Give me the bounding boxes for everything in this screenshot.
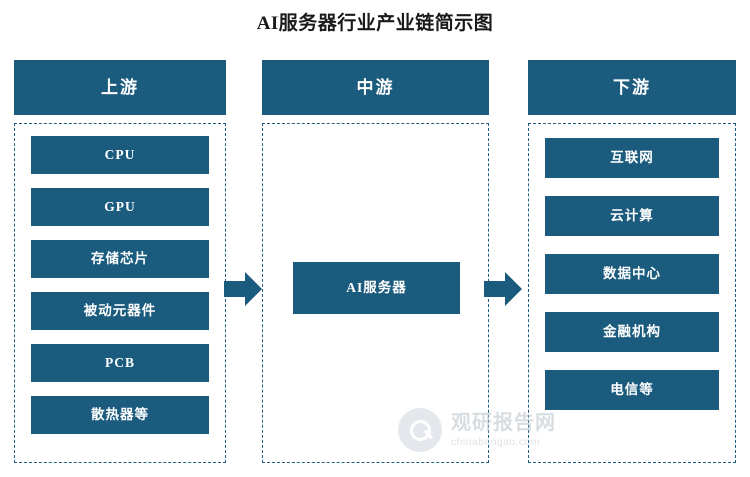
upstream-body: CPU GPU 存储芯片 被动元器件 PCB 散热器等: [14, 123, 226, 463]
page-title: AI服务器行业产业链简示图: [256, 13, 494, 34]
upstream-node-memory-chip[interactable]: 存储芯片: [31, 240, 209, 278]
upstream-column: 上游 CPU GPU 存储芯片 被动元器件 PCB 散热器等: [14, 60, 226, 463]
midstream-node-ai-server[interactable]: AI服务器: [293, 262, 460, 314]
arrow-shaft: [484, 281, 506, 297]
arrow-shaft: [224, 281, 246, 297]
upstream-node-gpu[interactable]: GPU: [31, 188, 209, 226]
midstream-header: 中游: [262, 60, 489, 115]
upstream-node-cpu[interactable]: CPU: [31, 136, 209, 174]
downstream-header: 下游: [528, 60, 736, 115]
arrow-head: [505, 272, 522, 306]
upstream-node-pcb[interactable]: PCB: [31, 344, 209, 382]
downstream-column: 下游 互联网 云计算 数据中心 金融机构 电信等: [528, 60, 736, 463]
downstream-node-financial-institutions[interactable]: 金融机构: [545, 312, 719, 352]
downstream-node-internet[interactable]: 互联网: [545, 138, 719, 178]
midstream-body: AI服务器: [262, 123, 489, 463]
downstream-node-telecom[interactable]: 电信等: [545, 370, 719, 410]
upstream-node-heatsink[interactable]: 散热器等: [31, 396, 209, 434]
midstream-column: 中游 AI服务器: [262, 60, 489, 463]
downstream-node-data-center[interactable]: 数据中心: [545, 254, 719, 294]
upstream-node-passive-components[interactable]: 被动元器件: [31, 292, 209, 330]
upstream-header: 上游: [14, 60, 226, 115]
downstream-body: 互联网 云计算 数据中心 金融机构 电信等: [528, 123, 736, 463]
arrow-right-icon-upstream-to-midstream: [224, 272, 264, 306]
downstream-node-cloud-computing[interactable]: 云计算: [545, 196, 719, 236]
arrow-right-icon-midstream-to-downstream: [484, 272, 524, 306]
arrow-head: [245, 272, 262, 306]
